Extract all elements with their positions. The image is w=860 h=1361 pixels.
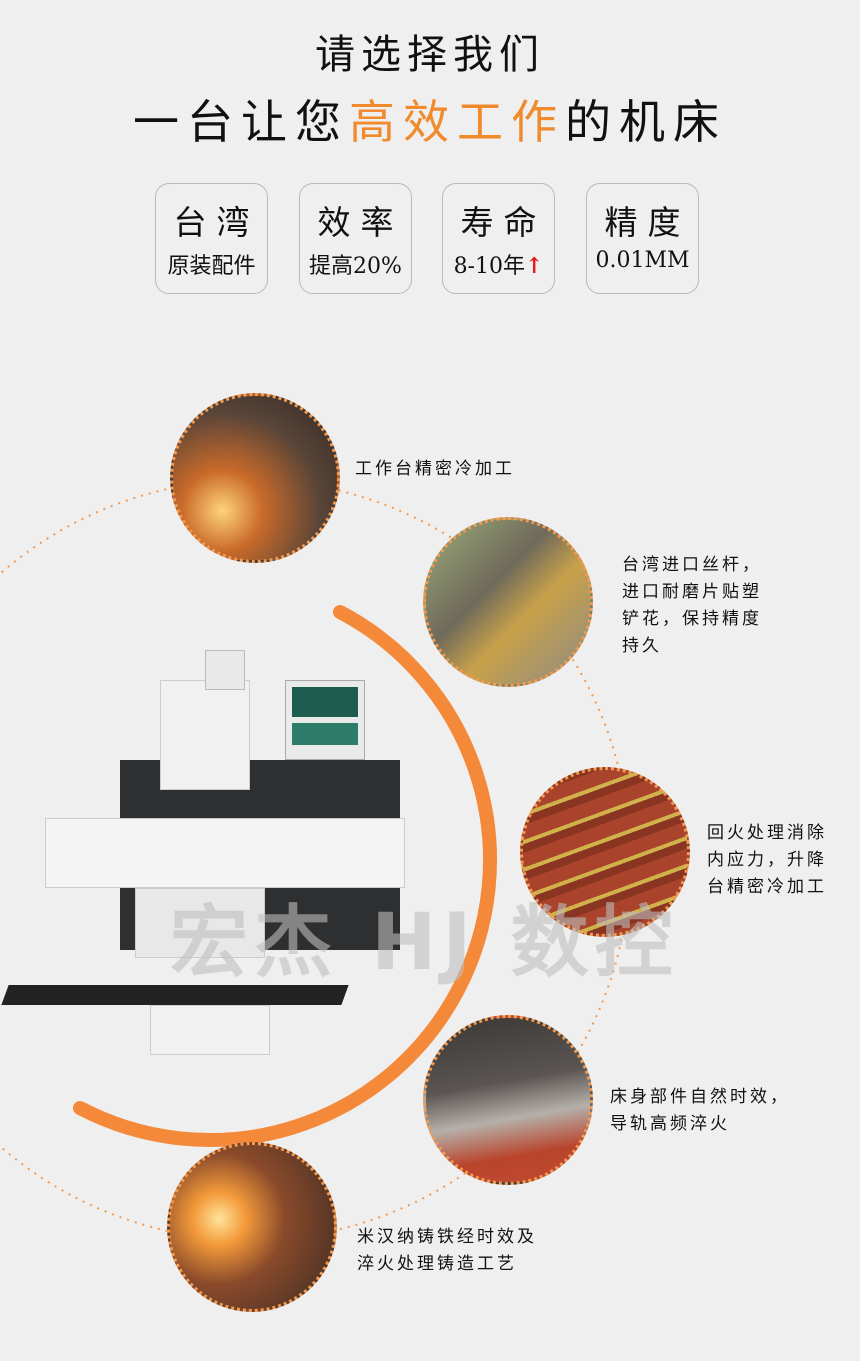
badge-sub-wrap: 8-10年↑ xyxy=(443,248,554,280)
feature-image-leadscrew xyxy=(423,517,593,687)
headline-line2: 一台让您高效工作的机床 xyxy=(0,86,860,152)
spindle-motor xyxy=(205,650,245,690)
badge-sub: 提高20% xyxy=(309,254,402,279)
feature-caption-3: 回火处理消除内应力，升降台精密冷加工 xyxy=(707,820,827,901)
badge-sub: 8-10年 xyxy=(453,254,525,279)
headline-post: 的机床 xyxy=(565,95,727,149)
badge-efficiency: 效率提高20% xyxy=(299,183,412,294)
caption-line: 淬火处理铸造工艺 xyxy=(357,1254,517,1274)
badge-taiwan: 台湾原装配件 xyxy=(155,183,268,294)
feature-caption-5: 米汉纳铸铁经时效及淬火处理铸造工艺 xyxy=(357,1224,537,1278)
badge-title: 精度 xyxy=(604,203,691,242)
watermark-logo: 宏杰 HJ 数控 xyxy=(170,898,679,988)
feature-caption-1: 工作台精密冷加工 xyxy=(355,456,515,483)
feature-image-casting-pour xyxy=(167,1142,337,1312)
caption-line: 台精密冷加工 xyxy=(707,877,827,897)
caption-line: 内应力，升降 xyxy=(707,850,827,870)
orange-arc xyxy=(73,605,497,1147)
caption-line: 进口耐磨片贴塑 xyxy=(622,582,762,602)
caption-line: 导轨高频淬火 xyxy=(610,1114,730,1134)
caption-line: 回火处理消除 xyxy=(707,823,827,843)
badge-sub: 0.01MM xyxy=(595,248,690,273)
milling-machine-image xyxy=(0,640,420,1060)
headline-line1: 请选择我们 xyxy=(315,32,545,78)
feature-image-castings xyxy=(520,767,690,937)
knee xyxy=(135,888,265,958)
headline-highlight: 高效工作 xyxy=(349,95,565,149)
control-panel xyxy=(285,680,365,760)
badge-precision: 精度 0.01MM xyxy=(586,183,699,294)
headline-pre: 一台让您 xyxy=(133,95,349,149)
machine-base xyxy=(150,1005,270,1055)
caption-line: 持久 xyxy=(622,636,662,656)
caption-line: 米汉纳铸铁经时效及 xyxy=(357,1227,537,1247)
caption-line: 铲花，保持精度 xyxy=(622,609,762,629)
caption-line: 工作台精密冷加工 xyxy=(355,459,515,479)
machine-head xyxy=(160,680,250,790)
machine-table xyxy=(45,818,405,888)
badge-title: 台湾 xyxy=(173,203,260,242)
caption-line: 台湾进口丝杆， xyxy=(622,555,762,575)
feature-caption-2: 台湾进口丝杆， 进口耐磨片贴塑铲花，保持精度持久 xyxy=(622,552,762,660)
badge-lifespan: 寿命 8-10年↑ xyxy=(442,183,555,294)
badge-title: 效率 xyxy=(317,203,404,242)
feature-caption-4: 床身部件自然时效， 导轨高频淬火 xyxy=(610,1084,790,1138)
feature-image-worktable xyxy=(170,393,340,563)
caption-line: 床身部件自然时效， xyxy=(610,1087,790,1107)
up-arrow-icon: ↑ xyxy=(525,253,544,279)
control-screen xyxy=(292,687,358,717)
control-keypad xyxy=(292,723,358,745)
badge-sub: 原装配件 xyxy=(167,254,256,279)
feature-image-bed xyxy=(423,1015,593,1185)
badge-title: 寿命 xyxy=(460,203,547,242)
